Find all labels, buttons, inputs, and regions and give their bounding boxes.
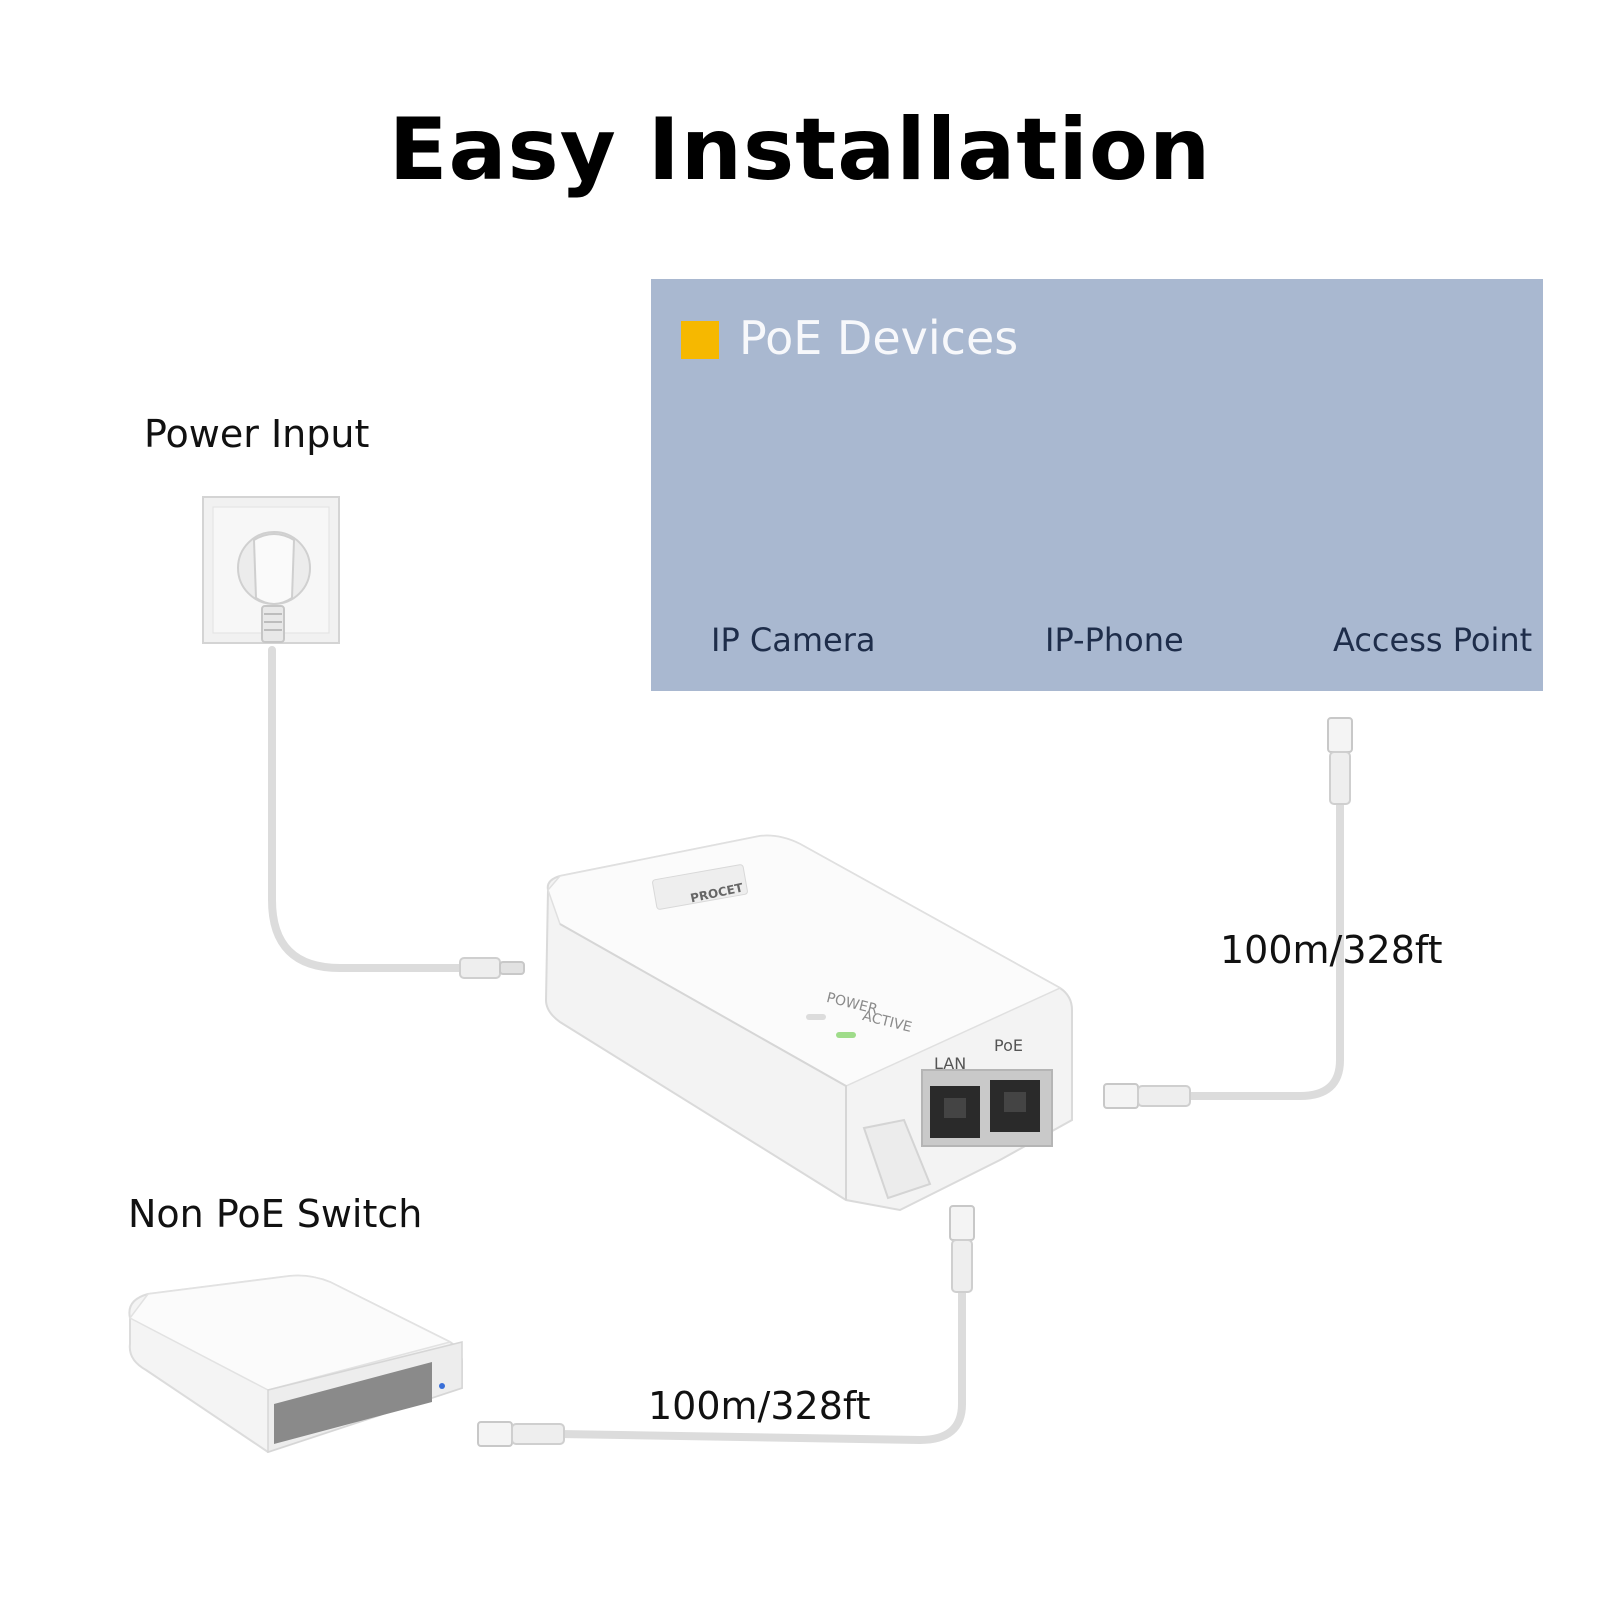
device-label-access-point: Access Point (1333, 621, 1533, 659)
port-lan-label: LAN (934, 1054, 967, 1073)
page-title: Easy Installation (388, 100, 1212, 200)
switch-cable (556, 1286, 966, 1445)
poe-device-cable (1176, 796, 1344, 1100)
poe-devices-panel: PoE Devices IP Camera IP-Phone Access Po… (651, 279, 1543, 691)
rj45-connector-right (1103, 1083, 1191, 1109)
cable-length-poe-label: 100m/328ft (1220, 928, 1443, 972)
rj45-connector-top (1327, 717, 1353, 805)
device-label-ip-camera: IP Camera (711, 621, 876, 659)
dc-plug (459, 957, 525, 979)
poe-injector-icon (544, 834, 1073, 1212)
power-input-label: Power Input (144, 412, 370, 456)
device-label-ip-phone: IP-Phone (1045, 621, 1184, 659)
switch-label: Non PoE Switch (128, 1192, 423, 1236)
port-poe-label: PoE (994, 1036, 1023, 1055)
rj45-connector-lan (949, 1205, 975, 1293)
power-cable (268, 646, 464, 972)
rj45-connector-switch (477, 1421, 565, 1447)
panel-swatch (681, 321, 719, 359)
cable-length-lan-label: 100m/328ft (648, 1384, 871, 1428)
wall-socket-icon (202, 496, 340, 644)
network-switch-icon (128, 1274, 463, 1454)
panel-title: PoE Devices (739, 311, 1019, 365)
